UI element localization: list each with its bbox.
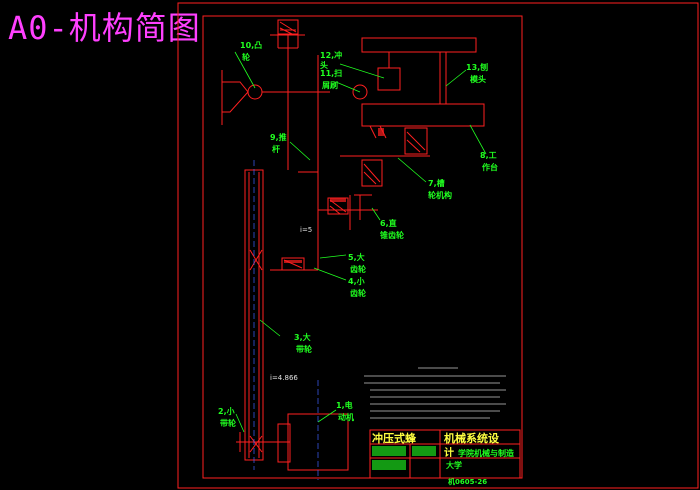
label-small-pulley-2: 带轮 [220, 418, 236, 428]
label-punch: 12,冲 [320, 50, 342, 60]
label-brush-2: 屑刷 [322, 80, 338, 90]
gear-ratio: i=5 [300, 226, 312, 234]
label-pushrod: 9,推 [270, 132, 287, 142]
label-small-gear: 4,小 [348, 276, 365, 286]
label-pushrod-2: 杆 [272, 144, 280, 154]
label-bevel-2: 锥齿轮 [380, 230, 404, 240]
title-block-marks [372, 446, 436, 470]
drawing-title: A0-机构简图 [8, 9, 201, 47]
component-labels: 10,凸 轮 12,冲 头 11,扫 屑刷 13,刨 模头 9,推 杆 8,工 … [218, 41, 498, 428]
belt-ratio: i=4.866 [270, 374, 298, 382]
label-punch-2: 头 [320, 60, 328, 70]
label-small-pulley: 2,小 [218, 406, 235, 416]
title-block-name-line2: 计 [444, 446, 454, 459]
title-block: 冲压式蜂 机械系统设 计 学院机械与制造 大学 机0605-26 [372, 431, 514, 486]
hatch-blocks [284, 128, 384, 263]
title-block-name-right: 机械系统设 [444, 431, 500, 445]
label-big-pulley-2: 带轮 [296, 344, 312, 354]
label-big-gear-2: 齿轮 [350, 264, 366, 274]
label-geneva: 7,槽 [428, 178, 445, 188]
label-brush: 11,扫 [320, 68, 342, 78]
label-bevel: 6,直 [380, 218, 397, 228]
ratio-labels: i=5 i=4.866 [270, 226, 312, 382]
mechanism-lines [221, 19, 521, 479]
title-block-drawing-no: 机0605-26 [448, 477, 487, 486]
label-big-pulley: 3,大 [294, 332, 311, 342]
label-cam: 10,凸 [240, 41, 262, 50]
technical-notes [364, 367, 506, 419]
centerlines [253, 160, 319, 480]
label-worktable-2: 作台 [482, 162, 498, 172]
label-motor-2: 动机 [338, 412, 354, 422]
title-block-school-2: 大学 [446, 460, 462, 470]
leader-lines [234, 51, 487, 433]
label-big-gear: 5,大 [348, 252, 365, 262]
label-geneva-2: 轮机构 [428, 190, 452, 200]
title-block-school: 学院机械与制造 [458, 448, 514, 458]
label-motor: 1,电 [336, 400, 353, 410]
label-small-gear-2: 齿轮 [350, 288, 366, 298]
title-block-name-left: 冲压式蜂 [372, 431, 417, 445]
inner-frame [202, 15, 523, 479]
outer-frame [177, 2, 699, 489]
label-press-head: 13,刨 [466, 62, 488, 72]
label-cam-2: 轮 [242, 52, 250, 62]
label-press-head-2: 模头 [470, 74, 486, 84]
label-worktable: 8,工 [480, 151, 497, 160]
